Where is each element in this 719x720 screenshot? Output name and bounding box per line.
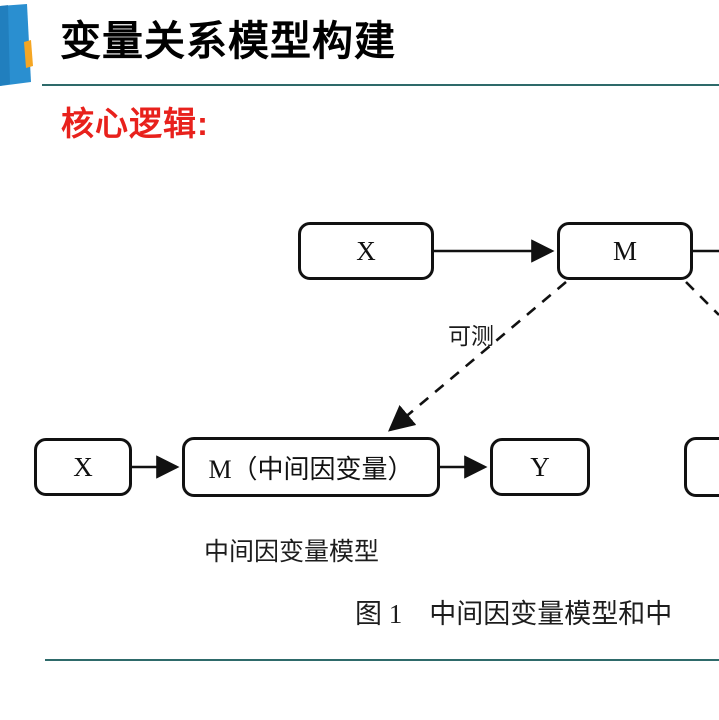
footer-divider [45, 659, 719, 661]
diagram-figure: X M X M（中间因变量） Y 可测 中间因变量模型 图 1 中间因变量模型和… [0, 160, 719, 650]
section-label: 核心逻辑: [61, 105, 209, 142]
node-m-top[interactable]: M [557, 222, 693, 280]
node-m-mediator-bottom[interactable]: M（中间因变量） [182, 437, 440, 497]
diagram-edges [132, 239, 719, 479]
caption-figure-number: 图 1 中间因变量模型和中 [355, 599, 673, 629]
node-x-bottom[interactable]: X [34, 438, 132, 496]
edge-dashed-measurable [388, 281, 567, 432]
edge-label-measurable: 可测 [448, 324, 494, 349]
edge-dashed-right [685, 281, 719, 316]
node-y-bottom[interactable]: Y [490, 438, 590, 496]
node-x-top[interactable]: X [298, 222, 434, 280]
node-partial-right[interactable] [684, 437, 719, 497]
header-divider [42, 84, 719, 86]
page-title: 变量关系模型构建 [60, 18, 396, 64]
caption-model-name: 中间因变量模型 [204, 539, 380, 566]
brand-logo-icon [0, 4, 33, 86]
